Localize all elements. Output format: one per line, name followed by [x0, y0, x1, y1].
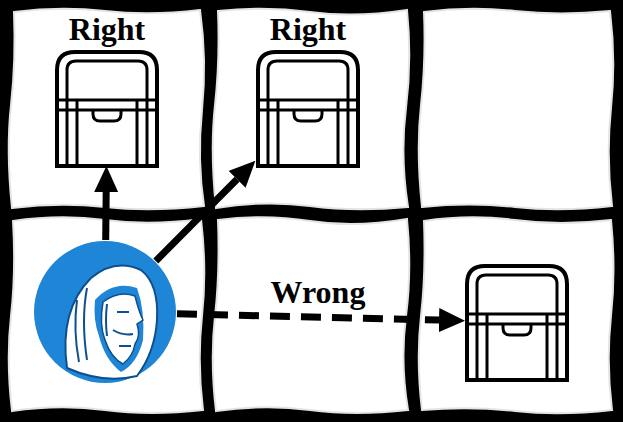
move-label: Wrong	[271, 275, 366, 309]
chest-symbol	[57, 52, 157, 166]
floor-tile	[419, 9, 614, 210]
floor-tile	[213, 217, 410, 413]
treasure-chest: Right	[53, 48, 161, 168]
floor-tile	[213, 9, 410, 210]
floor-tile	[9, 217, 205, 413]
chest-symbol	[467, 266, 567, 380]
choice-label: Right	[69, 12, 145, 46]
adventurer-token	[33, 240, 177, 384]
treasure-chest	[463, 262, 571, 382]
floor-tile	[419, 217, 614, 413]
adventurer-portrait	[34, 241, 176, 383]
node-outline	[53, 48, 161, 168]
treasure-chest: Right	[254, 48, 362, 168]
node-outline	[463, 262, 571, 382]
chest-symbol	[258, 52, 358, 166]
choice-label: Right	[270, 12, 346, 46]
right-move-arrow	[156, 179, 237, 261]
right-move-arrow	[102, 192, 109, 240]
wrong-move-arrow	[177, 314, 439, 320]
floor-tile	[9, 9, 204, 210]
node-outline	[33, 240, 177, 384]
node-outline	[254, 48, 362, 168]
